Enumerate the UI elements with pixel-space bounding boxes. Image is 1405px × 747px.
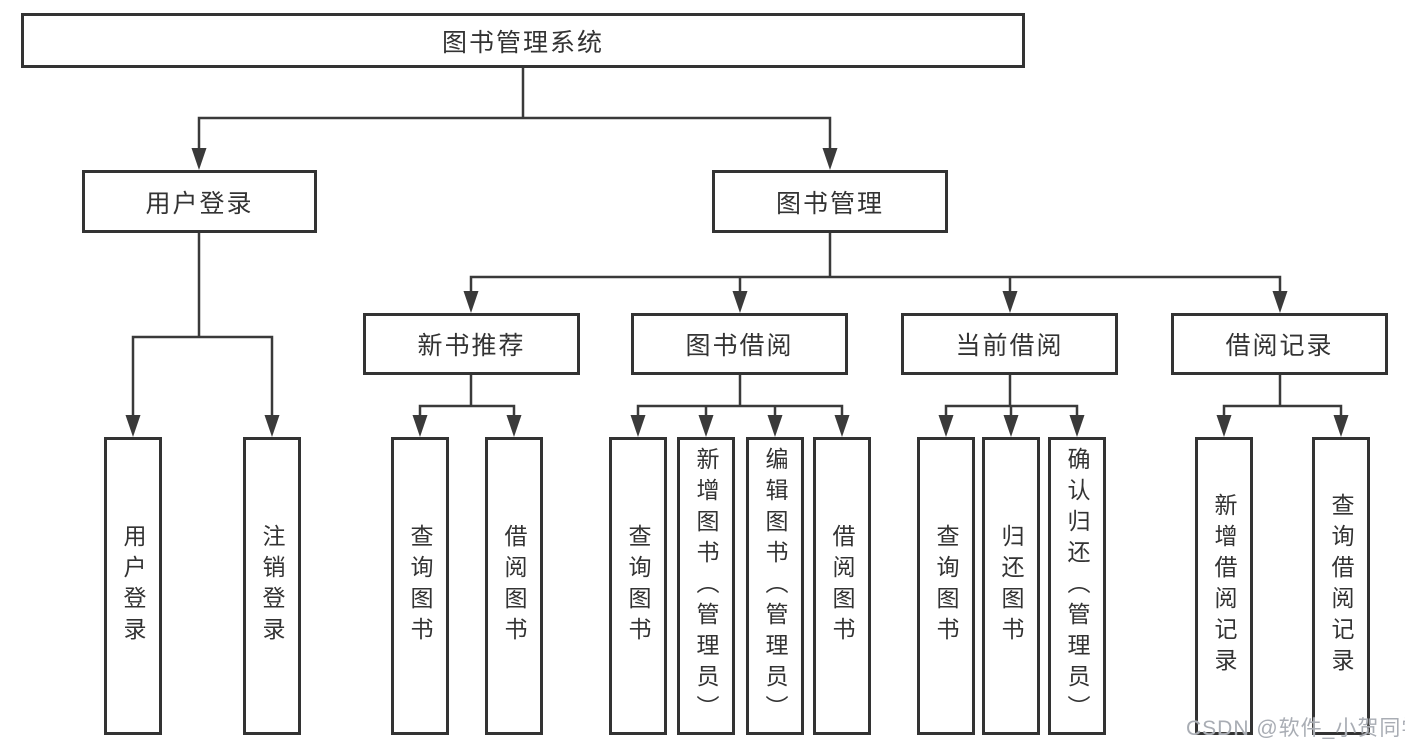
- leaf-return-books: 归还图书: [982, 437, 1040, 735]
- node-user-login: 用户登录: [82, 170, 317, 233]
- edge-borrow-rail: [636, 404, 844, 416]
- leaf-edit-books-admin: 编辑图书（管理员）: [746, 437, 804, 735]
- node-book-borrow: 图书借阅: [631, 313, 848, 375]
- node-label: 图书管理系统: [441, 28, 604, 57]
- watermark: CSDN @软件_小贺同学: [1186, 717, 1405, 740]
- node-book-management: 图书管理: [712, 170, 948, 233]
- edge-newrec-rail: [418, 404, 516, 416]
- edge-userlogin-rail: [131, 335, 274, 416]
- node-label: 借阅图书: [501, 524, 527, 648]
- node-current-borrow: 当前借阅: [901, 313, 1118, 375]
- edge-level2-rail: [197, 116, 832, 149]
- edge-record-rail: [1222, 404, 1343, 416]
- node-label: 归还图书: [998, 524, 1024, 648]
- node-label: 新增借阅记录: [1211, 493, 1237, 679]
- leaf-user-login: 用户登录: [104, 437, 162, 735]
- leaf-query-books-borrow: 查询图书: [609, 437, 667, 735]
- node-label: 查询图书: [625, 524, 651, 648]
- leaf-borrow-books: 借阅图书: [813, 437, 871, 735]
- leaf-logout: 注销登录: [243, 437, 301, 735]
- node-label: 注销登录: [259, 524, 285, 648]
- leaf-query-borrow-record: 查询借阅记录: [1312, 437, 1370, 735]
- node-label: 图书管理: [775, 189, 884, 218]
- node-label: 用户登录: [145, 189, 254, 218]
- leaf-query-books-current: 查询图书: [917, 437, 975, 735]
- node-label: 查询借阅记录: [1328, 493, 1354, 679]
- edge-level3-rail: [469, 275, 1282, 292]
- node-label: 确认归还（管理员）: [1064, 446, 1090, 726]
- leaf-borrow-books-recommend: 借阅图书: [485, 437, 543, 735]
- node-library-system: 图书管理系统: [21, 13, 1025, 68]
- edge-current-rail: [944, 404, 1079, 416]
- node-label: 新增图书（管理员）: [693, 446, 719, 726]
- node-label: 用户登录: [120, 524, 146, 648]
- node-label: 借阅记录: [1225, 332, 1334, 360]
- node-label: 查询图书: [407, 524, 433, 648]
- node-borrow-record: 借阅记录: [1171, 313, 1388, 375]
- leaf-confirm-return-admin: 确认归还（管理员）: [1048, 437, 1106, 735]
- leaf-query-books-recommend: 查询图书: [391, 437, 449, 735]
- node-new-book-recommend: 新书推荐: [363, 313, 580, 375]
- node-label: 借阅图书: [829, 524, 855, 648]
- node-label: 当前借阅: [955, 332, 1064, 360]
- node-label: 新书推荐: [417, 332, 526, 360]
- node-label: 查询图书: [933, 524, 959, 648]
- leaf-add-borrow-record: 新增借阅记录: [1195, 437, 1253, 735]
- leaf-add-books-admin: 新增图书（管理员）: [677, 437, 735, 735]
- node-label: 编辑图书（管理员）: [762, 446, 788, 726]
- node-label: 图书借阅: [685, 332, 794, 360]
